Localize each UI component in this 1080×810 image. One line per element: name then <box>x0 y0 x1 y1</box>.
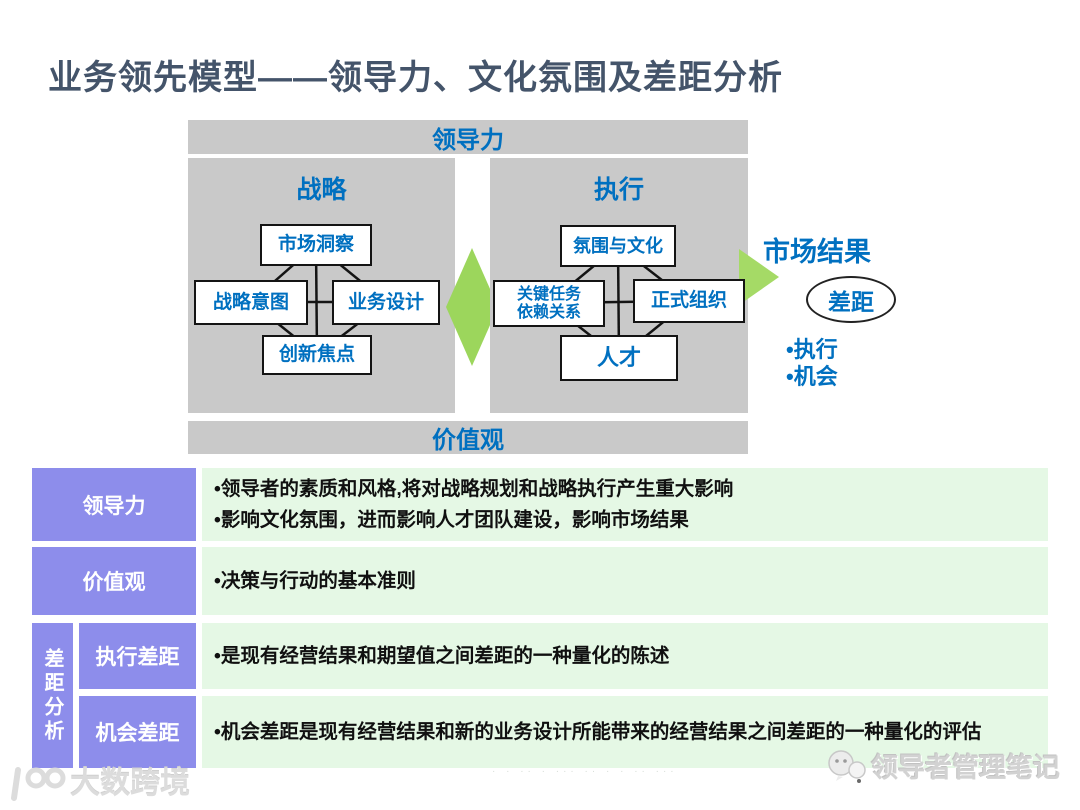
node-business-design: 业务设计 <box>332 280 440 325</box>
market-result-heading: 市场结果 <box>763 237 871 267</box>
values-bar: 价值观 <box>188 421 748 454</box>
blurred-watermark-marks: · · ·· · ··· ·· · · ·· ··· <box>492 766 678 777</box>
table-content-execution-gap-line1: •是现有经营结果和期望值之间差距的一种量化的陈述 <box>214 644 670 667</box>
gap-ellipse-label: 差距 <box>828 288 874 315</box>
account-watermark: 领导者管理笔记 <box>826 746 1060 785</box>
node-key-tasks-line1: 关键任务 <box>516 285 581 303</box>
table-content-execution-gap: •是现有经营结果和期望值之间差距的一种量化的陈述 <box>202 623 1048 689</box>
table-content-leadership-line1: •领导者的素质和风格,将对战略规划和战略执行产生重大影响 <box>214 478 734 501</box>
table-content-opportunity-gap-line1: •机会差距是现有经营结果和新的业务设计所能带来的经营结果之间差距的一种量化的评估 <box>214 720 982 743</box>
leadership-bar: 领导力 <box>188 120 748 154</box>
gap-bullet-execution: •执行 <box>786 337 838 362</box>
node-formal-organization: 正式组织 <box>633 279 745 323</box>
execution-panel-title: 执行 <box>593 176 644 204</box>
table-content-leadership-line2: •影响文化氛围，进而影响人才团队建设，影响市场结果 <box>214 508 689 531</box>
gap-bullet-list: •执行 •机会 <box>786 337 838 391</box>
node-talent: 人才 <box>560 335 678 381</box>
values-bar-label: 价值观 <box>432 427 504 454</box>
table-label-execution-gap: 执行差距 <box>79 623 196 689</box>
execution-panel: 执行 氛围与文化 关键任务 依赖关系 正式组织 人才 <box>490 158 748 413</box>
table-content-leadership: •领导者的素质和风格,将对战略规划和战略执行产生重大影响 •影响文化氛围，进而影… <box>202 468 1048 541</box>
dashu-logo: 大数跨境 <box>8 758 190 802</box>
table-content-values-line1: •决策与行动的基本准则 <box>214 569 416 592</box>
green-triangle-arrow <box>739 249 779 305</box>
node-strategic-intent: 战略意图 <box>194 280 308 325</box>
dashu-logo-text: 大数跨境 <box>70 767 190 800</box>
strategy-panel-title: 战略 <box>296 176 347 204</box>
gap-ellipse: 差距 <box>806 276 896 323</box>
table-label-values: 价值观 <box>32 547 196 615</box>
gap-bullet-opportunity: •机会 <box>786 363 838 389</box>
node-key-tasks: 关键任务 依赖关系 <box>493 280 605 327</box>
node-innovation-focus: 创新焦点 <box>262 335 372 375</box>
leadership-bar-label: 领导力 <box>432 126 504 154</box>
page-title: 业务领先模型——领导力、文化氛围及差距分析 <box>48 59 783 97</box>
node-climate-culture: 氛围与文化 <box>560 225 676 267</box>
table-group-gap-analysis: 差距分析 <box>32 623 73 768</box>
wechat-icon <box>828 749 866 783</box>
account-watermark-text: 领导者管理笔记 <box>871 753 1060 783</box>
table-content-values: •决策与行动的基本准则 <box>202 547 1048 615</box>
strategy-panel: 战略 市场洞察 战略意图 业务设计 创新焦点 <box>188 158 455 413</box>
dashu-logo-icon <box>11 767 66 801</box>
table-label-opportunity-gap: 机会差距 <box>79 696 196 768</box>
green-diamond-arrow <box>446 248 498 366</box>
table-content-opportunity-gap: •机会差距是现有经营结果和新的业务设计所能带来的经营结果之间差距的一种量化的评估 <box>202 696 1048 768</box>
node-market-insight: 市场洞察 <box>260 224 372 266</box>
node-key-tasks-line2: 依赖关系 <box>516 303 581 321</box>
table-label-leadership: 领导力 <box>32 468 196 541</box>
